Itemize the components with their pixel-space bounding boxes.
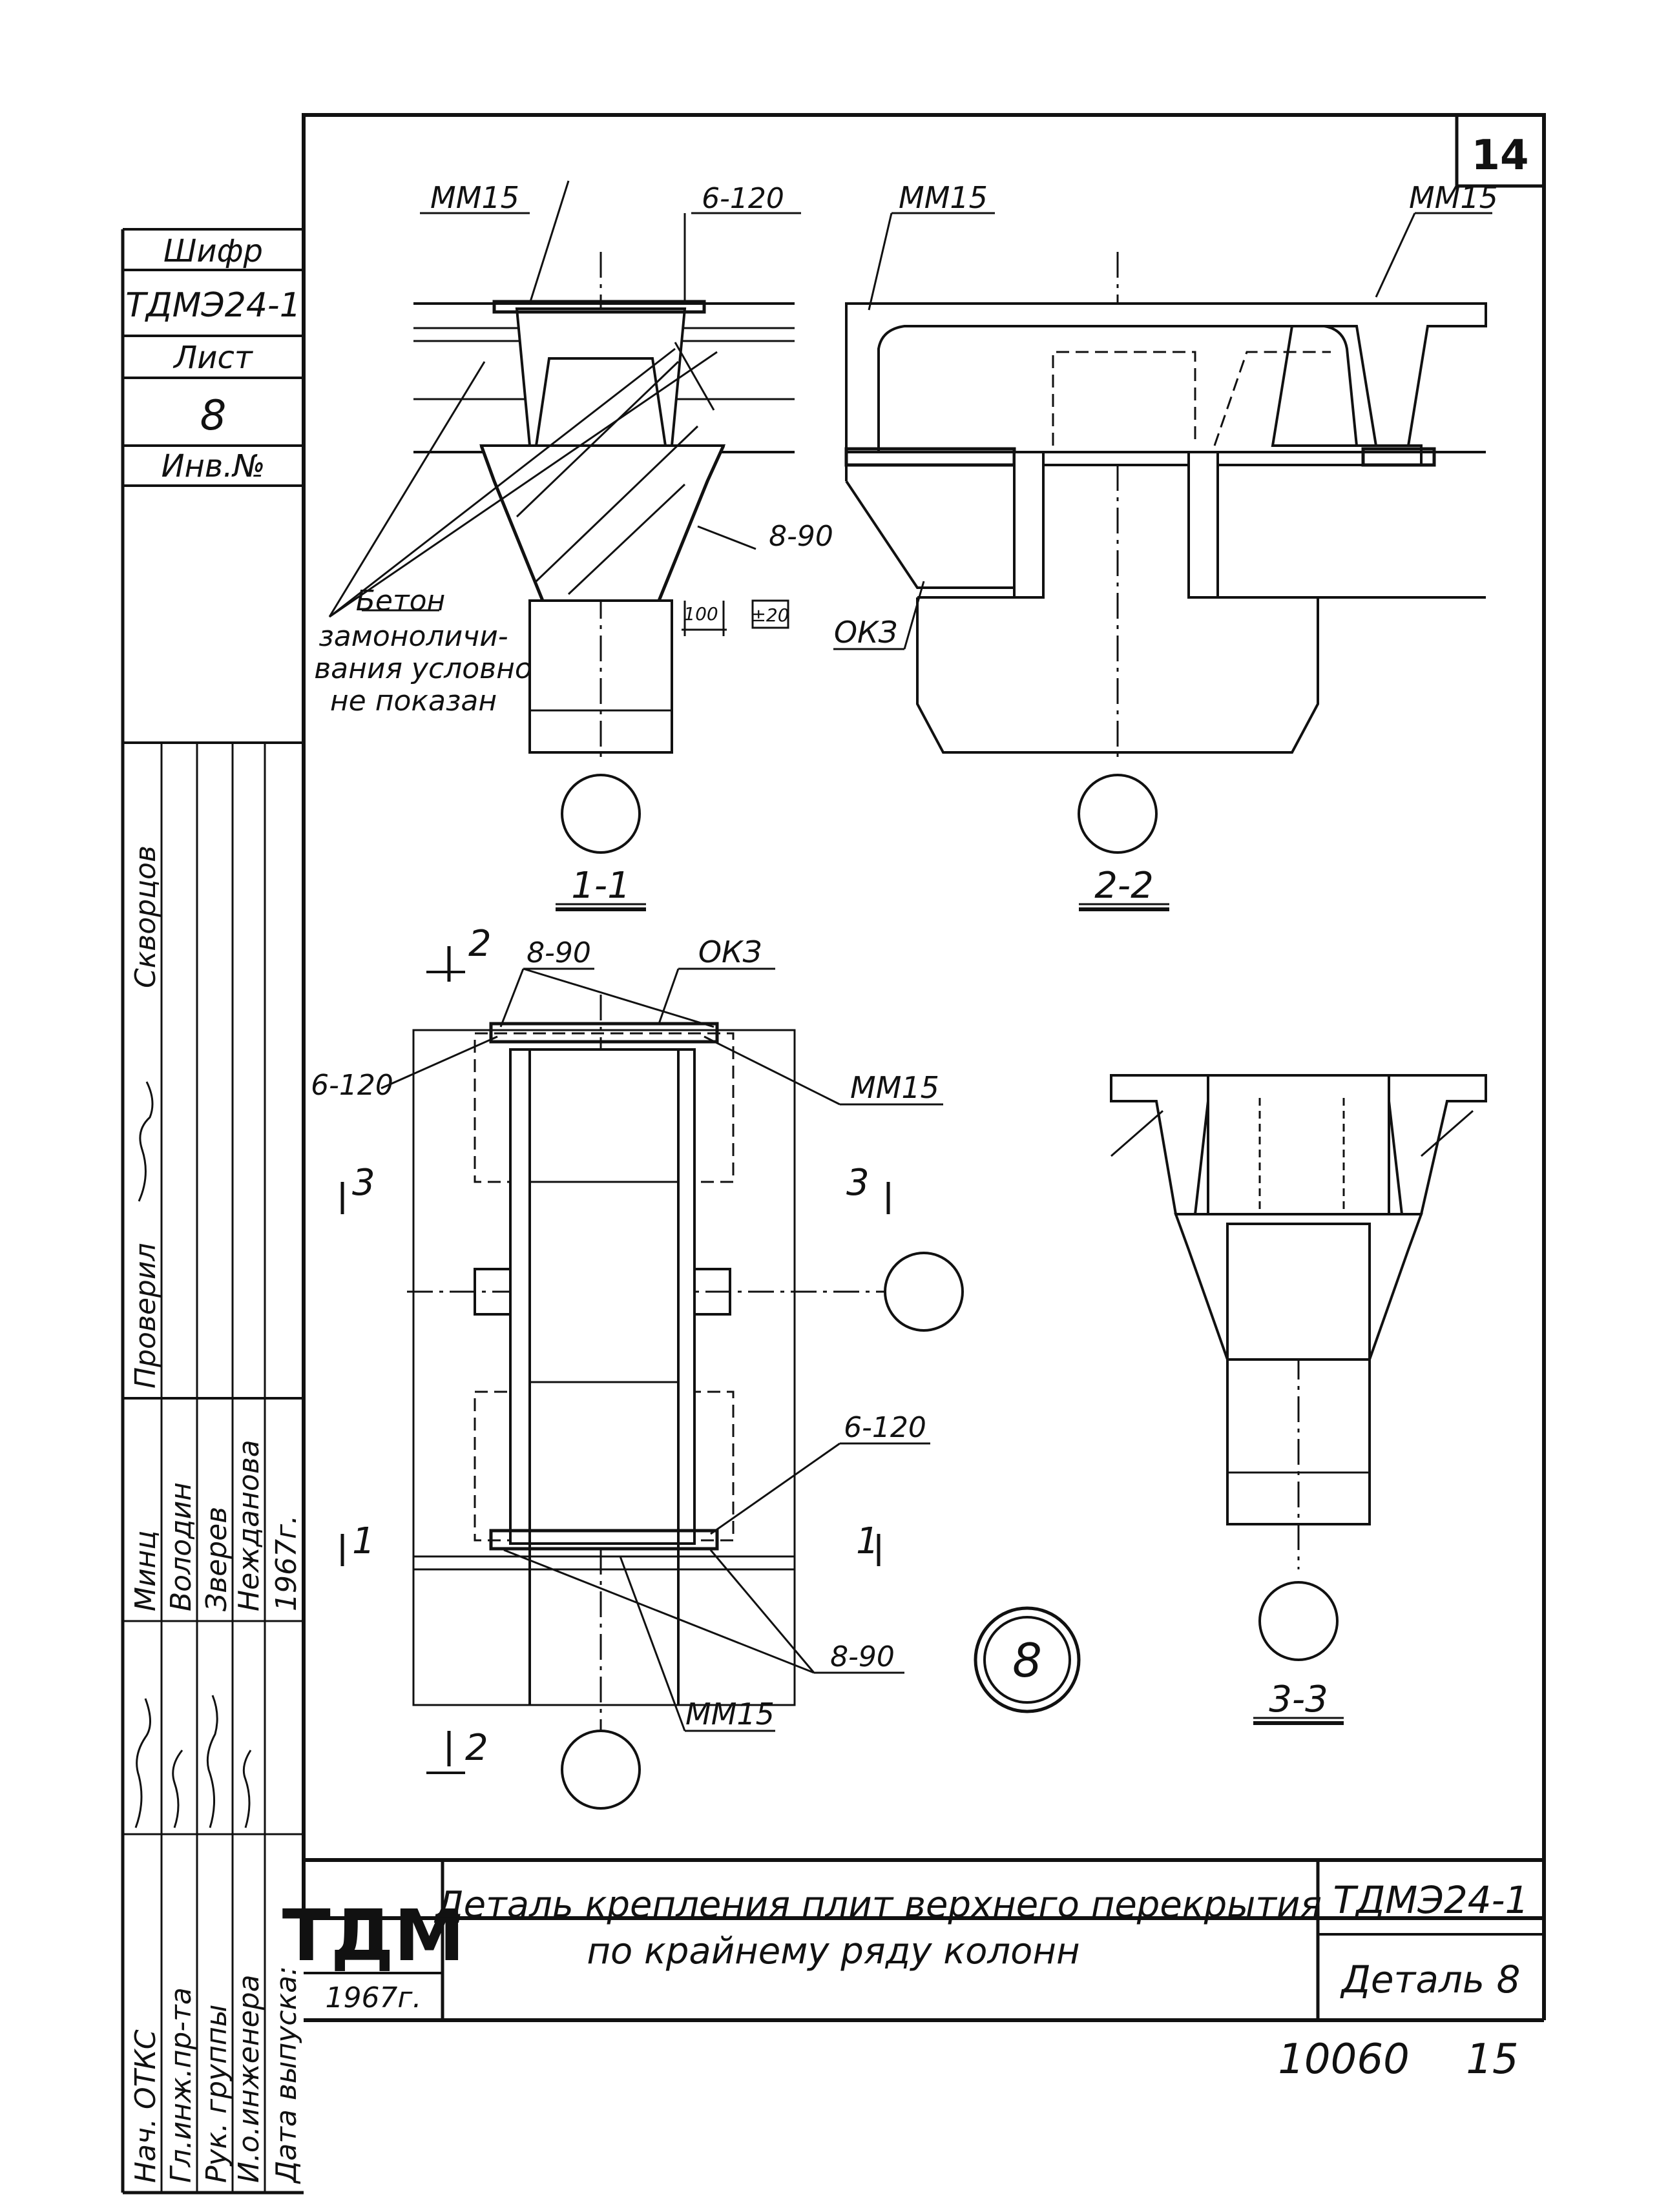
inv-label: Инв.№ [162,448,266,484]
label-6-120-plan-bottom: 6-120 [844,1411,926,1444]
main-frame [302,113,1546,1920]
label-mm15-s11: ММ15 [430,180,519,215]
note-line-2: замоноличи- [318,620,508,653]
side-panel [121,228,304,2195]
name-4: Нежданова [233,1440,266,1611]
cut-mark-2-top: 2 [468,923,492,965]
label-8-90-plan-bottom: 8-90 [830,1640,895,1673]
cut-mark-1-right: 1 [856,1520,879,1562]
role-1: Нач. ОТКС [129,2029,162,2183]
section-title-2-2: 2-2 [1094,865,1153,907]
sheet-value: 8 [200,392,227,440]
signatures [134,1081,252,1828]
cut-mark-2-bottom: 2 [465,1727,488,1769]
name-2: Володин [165,1482,198,1611]
title-year: 1967г. [325,1981,421,2014]
label-mm15-s22-left: ММ15 [899,180,988,215]
section-title-1-1: 1-1 [571,865,630,907]
label-8-90-plan-top: 8-90 [527,936,591,969]
note-line-3: вания условно [314,652,532,685]
label-dim-100: 100 [683,603,718,625]
note-line-4: не показан [330,685,497,718]
label-mm15-plan-top: ММ15 [850,1070,939,1105]
sheet-label: Лист [172,340,254,376]
role-2: Гл.инж.пр-та [165,1987,198,2183]
title-line-1: Деталь крепления плит верхнего перекрыти… [433,1884,1322,1926]
label-okz-plan: ОКЗ [698,935,762,969]
title-block [304,1858,1546,2022]
note-line-1: Бетон [356,584,446,617]
detail-number: 8 [1012,1633,1042,1688]
role-4: И.о.инженера [233,1974,266,2183]
section-3-3 [1110,1074,1487,1725]
section-2-2 [833,212,1492,911]
title-line-2: по крайнему ряду колонн [587,1930,1079,1972]
section-title-3-3: 3-3 [1269,1679,1328,1721]
plan-view [340,946,964,1810]
sheet-number-box [1455,113,1546,188]
approval-roles: Нач. ОТКС Гл.инж.пр-та Рук. группы И.о.и… [129,1966,303,2184]
label-6-120-plan-top: 6-120 [311,1069,393,1102]
label-6-120-s11: 6-120 [702,182,784,215]
cut-mark-1-left: 1 [352,1520,375,1562]
label-dim-pm20: ±20 [751,605,789,626]
title-detail: Деталь 8 [1340,1958,1521,2001]
page-number: 15 [1466,2036,1518,2083]
name-3: Зверев [200,1507,233,1611]
cipher-label: Шифр [163,233,263,269]
title-code: ТДМЭ24-1 [1333,1878,1529,1922]
archive-number: 10060 [1278,2036,1410,2083]
approval-names: Минц Володин Зверев Нежданова 1967г. Про… [129,845,303,1611]
section-1-1 [328,180,801,911]
checked-name: Скворцов [129,845,162,988]
cipher-value: ТДМЭ24-1 [125,286,301,325]
title-logo: ТДМ [282,1894,464,1977]
name-1: Минц [129,1531,162,1611]
label-mm15-s22-right: ММ15 [1409,180,1498,215]
cut-mark-3-right: 3 [846,1162,870,1204]
role-3: Рук. группы [200,2005,233,2183]
name-5: 1967г. [270,1515,303,1611]
detail-circle-outer [974,1606,1081,1713]
cut-mark-3-left: 3 [352,1162,375,1204]
label-okz-s22: ОКЗ [834,615,897,650]
role-5: Дата выпуска: [270,1966,303,2184]
label-8-90-s11: 8-90 [769,520,833,553]
checked-label: Проверил [129,1243,162,1389]
sheet-number: 14 [1471,132,1528,180]
detail-circle-inner [983,1616,1071,1704]
label-mm15-plan-bottom: ММ15 [685,1697,775,1731]
